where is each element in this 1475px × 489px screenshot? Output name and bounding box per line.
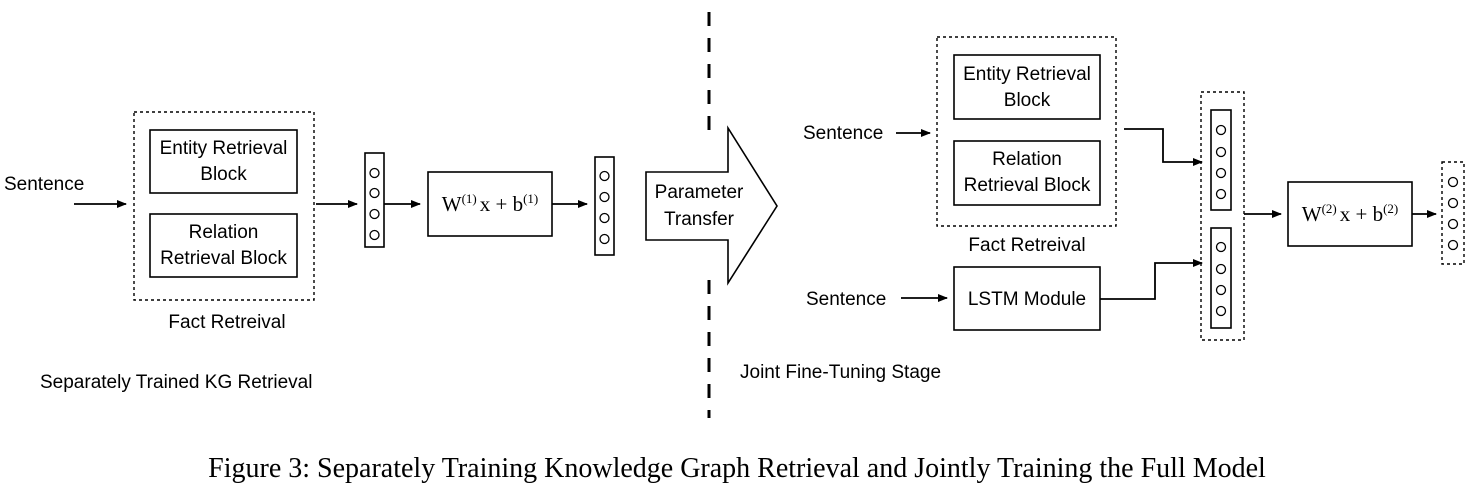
fact-feature-unit [1215,124,1227,136]
left-entity-block-line1: Entity Retrieval [160,138,288,159]
left-hidden-vector-unit [369,187,380,199]
left-fact-retrieval-label: Fact Retreival [168,312,285,333]
left-output-vector-unit [599,191,610,203]
left-stage-label: Separately Trained KG Retrieval [40,372,312,393]
lstm-feature-unit [1215,305,1227,317]
right-output-vector [1441,161,1465,265]
left-relation-block-line2: Retrieval Block [160,248,287,269]
left-output-vector-unit [599,170,610,182]
lstm-feature-unit [1215,263,1227,275]
left-sentence-label: Sentence [4,174,84,195]
fact-feature-unit [1215,167,1227,179]
lstm-module-label: LSTM Module [968,289,1086,310]
left-output-vector-unit [599,233,610,245]
left-output-vector [594,156,615,256]
left-hidden-vector [364,152,385,248]
lstm-feature-vector [1210,227,1232,329]
left-hidden-vector-unit [369,208,380,220]
lstm-feature-unit [1215,284,1227,296]
left-entity-retrieval-block [149,129,298,194]
right-output-vector-unit [1447,176,1459,188]
right-relation-block-line2: Retrieval Block [964,175,1091,196]
left-relation-retrieval-block [149,213,298,278]
right-sentence-bottom-label: Sentence [806,289,886,310]
left-relation-block-line1: Relation [189,222,259,243]
right-relation-block-line1: Relation [992,149,1062,170]
figure-caption: Figure 3: Separately Training Knowledge … [208,453,1266,484]
fact-feature-unit [1215,146,1227,158]
left-fact-retrieval-group [133,111,315,301]
right-stage: Sentence Entity Retrieval Block Relation… [740,36,1465,383]
right-entity-block-line1: Entity Retrieval [963,64,1091,85]
right-linear-layer [1287,181,1413,247]
right-output-vector-unit [1447,239,1459,251]
left-stage: Sentence Entity Retrieval Block Relation… [4,111,615,393]
fact-feature-vector [1210,109,1232,211]
transfer-label-line1: Parameter [655,182,744,203]
right-entity-retrieval-block [953,54,1101,120]
transfer-label-line2: Transfer [664,209,735,230]
right-output-vector-unit [1447,218,1459,230]
concatenated-vector-group [1200,91,1245,341]
left-hidden-vector-unit [369,229,380,241]
right-linear-equation: W(2)x + b(2) [1302,201,1399,226]
left-linear-layer [427,171,553,237]
fact-to-concat-arrow [1124,128,1203,166]
right-sentence-top-label: Sentence [803,123,883,144]
parameter-transfer-arrow: Parameter Transfer [645,125,778,286]
left-entity-block-line2: Block [200,164,247,185]
lstm-to-concat-arrow [1100,259,1203,300]
transfer-arrow-shape [645,125,778,286]
left-hidden-vector-unit [369,167,380,179]
right-output-vector-unit [1447,197,1459,209]
right-fact-retrieval-group [936,36,1117,227]
fact-feature-unit [1215,188,1227,200]
right-stage-label: Joint Fine-Tuning Stage [740,362,941,383]
right-relation-retrieval-block [953,140,1101,206]
left-linear-equation: W(1)x + b(1) [442,191,539,216]
right-entity-block-line2: Block [1004,90,1051,111]
lstm-feature-unit [1215,241,1227,253]
left-output-vector-unit [599,212,610,224]
right-fact-retrieval-label: Fact Retreival [968,235,1085,256]
